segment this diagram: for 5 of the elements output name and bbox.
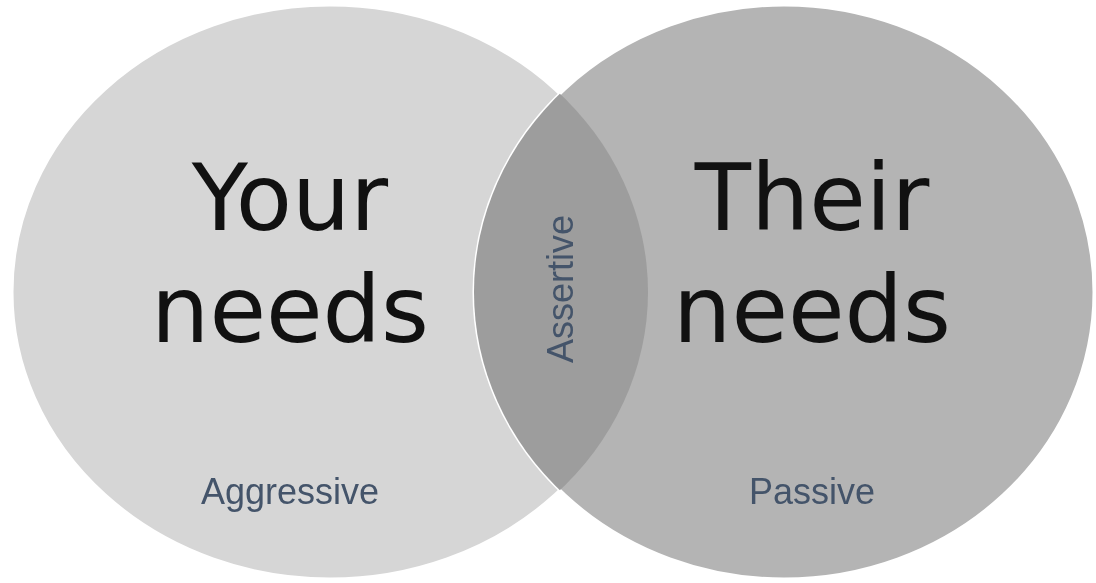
circle-caption: Passive xyxy=(747,471,877,513)
circle-heading: Their needs xyxy=(672,144,952,366)
circle-caption: Aggressive xyxy=(199,471,381,513)
overlap-label: Assertive xyxy=(540,214,582,366)
circle-heading: Your needs xyxy=(150,144,430,366)
